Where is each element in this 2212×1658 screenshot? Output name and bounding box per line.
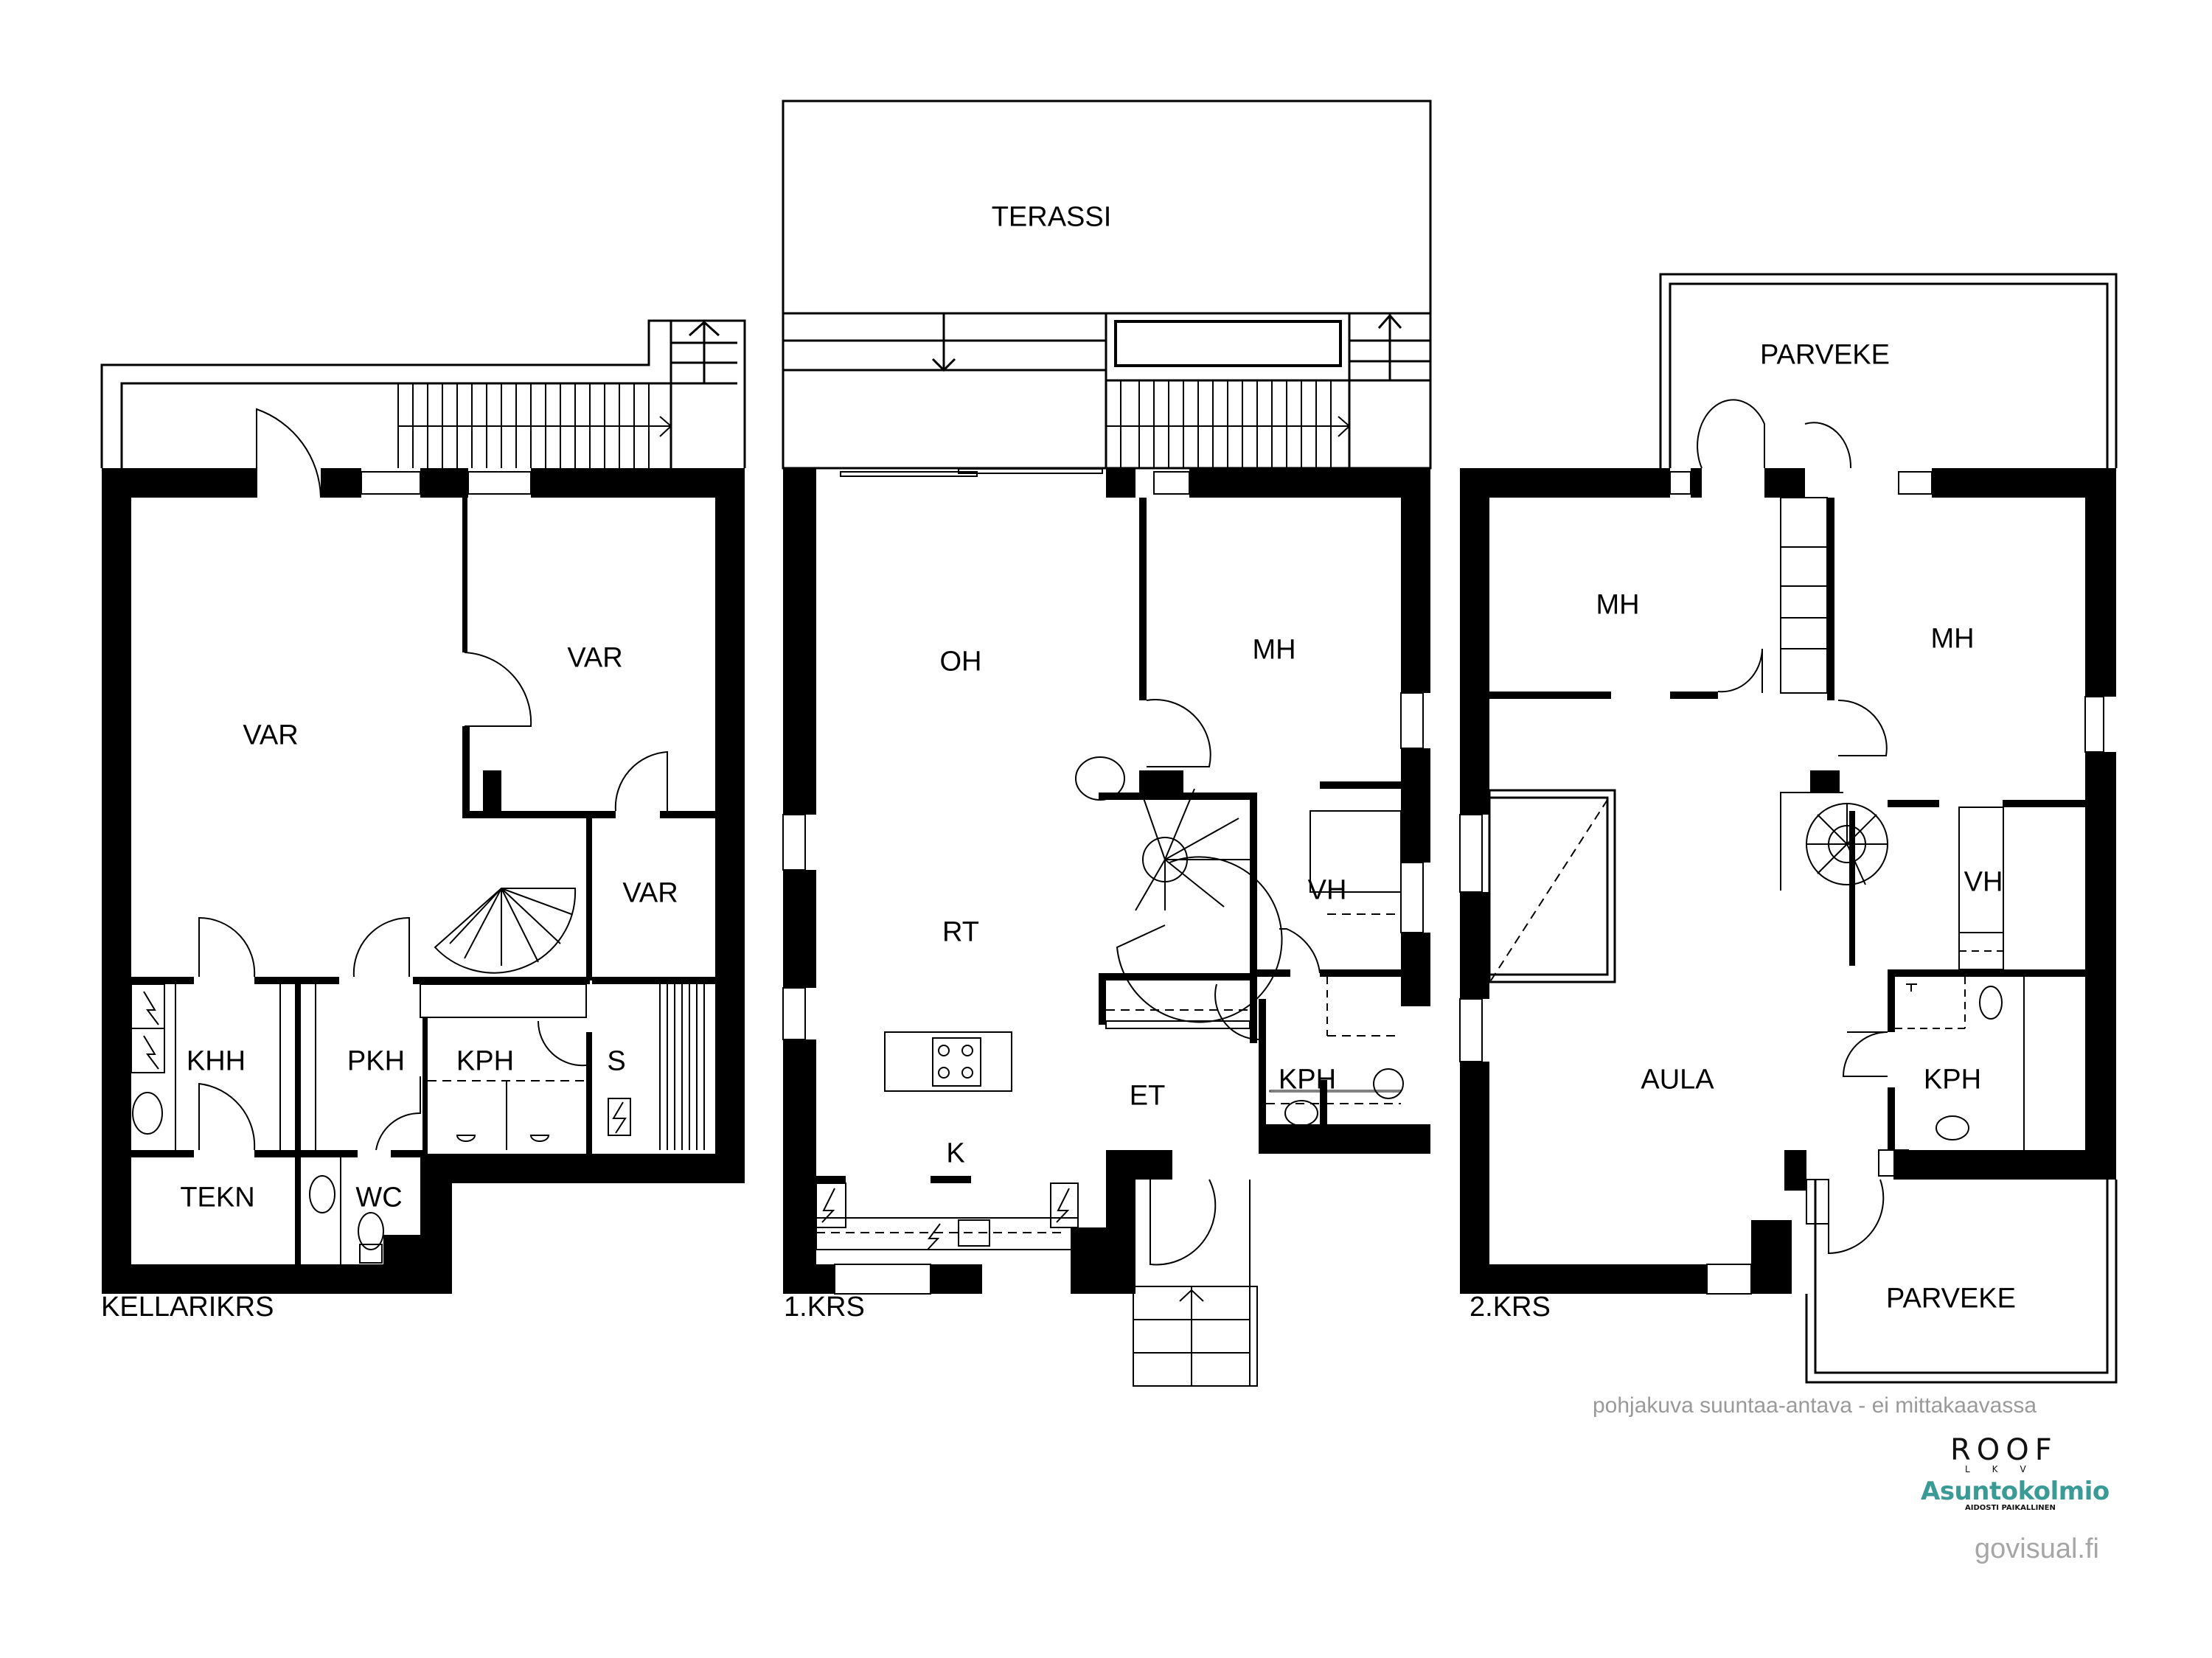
room-label-khh: KHH [186, 1045, 246, 1077]
room-label-var-large: VAR [243, 720, 299, 751]
room-label-parveke-top: PARVEKE [1759, 339, 1891, 371]
floor-label-basement: KELLARIKRS [101, 1292, 274, 1323]
room-label-var-upper: VAR [567, 642, 623, 674]
room-label-pkh: PKH [347, 1045, 406, 1077]
room-label-kph-second: KPH [1923, 1064, 1982, 1096]
govisual-credit: govisual.fi [1975, 1533, 2099, 1564]
room-label-vh-second: VH [1964, 866, 2003, 898]
room-label-aula: AULA [1641, 1064, 1714, 1096]
disclaimer-text: pohjakuva suuntaa-antava - ei mittakaava… [1593, 1393, 2037, 1418]
room-label-terassi: TERASSI [991, 201, 1112, 233]
floor-label-second: 2.KRS [1470, 1292, 1551, 1323]
room-label-var-small: VAR [622, 877, 678, 909]
asuntokolmio-tagline: AIDOSTI PAIKALLINEN [1965, 1504, 2056, 1512]
room-label-oh: OH [939, 646, 982, 678]
room-label-vh-first: VH [1307, 874, 1347, 906]
room-label-kph-basement: KPH [456, 1045, 515, 1077]
room-label-k: K [946, 1138, 965, 1169]
roof-lkv-logo: ROOF [1950, 1433, 2058, 1467]
floor-label-first: 1.KRS [784, 1292, 865, 1323]
first-floor-plan [782, 100, 1432, 1387]
room-label-parveke-bottom: PARVEKE [1885, 1283, 2017, 1314]
basement-plan [100, 319, 746, 1294]
room-label-sauna: S [607, 1045, 626, 1077]
room-label-rt: RT [942, 916, 979, 948]
room-label-mh-first: MH [1252, 634, 1296, 666]
room-label-mh-right: MH [1930, 623, 1975, 655]
roof-lkv-logo-sub: LKV [1965, 1464, 2048, 1474]
room-label-et: ET [1129, 1080, 1166, 1112]
room-label-wc: WC [355, 1182, 403, 1213]
room-label-tekn: TEKN [180, 1182, 255, 1213]
asuntokolmio-logo: Asuntokolmio [1921, 1477, 2110, 1506]
room-label-mh-left: MH [1596, 589, 1640, 621]
second-floor-plan [1459, 273, 2118, 1384]
room-label-kph-first: KPH [1278, 1064, 1337, 1096]
